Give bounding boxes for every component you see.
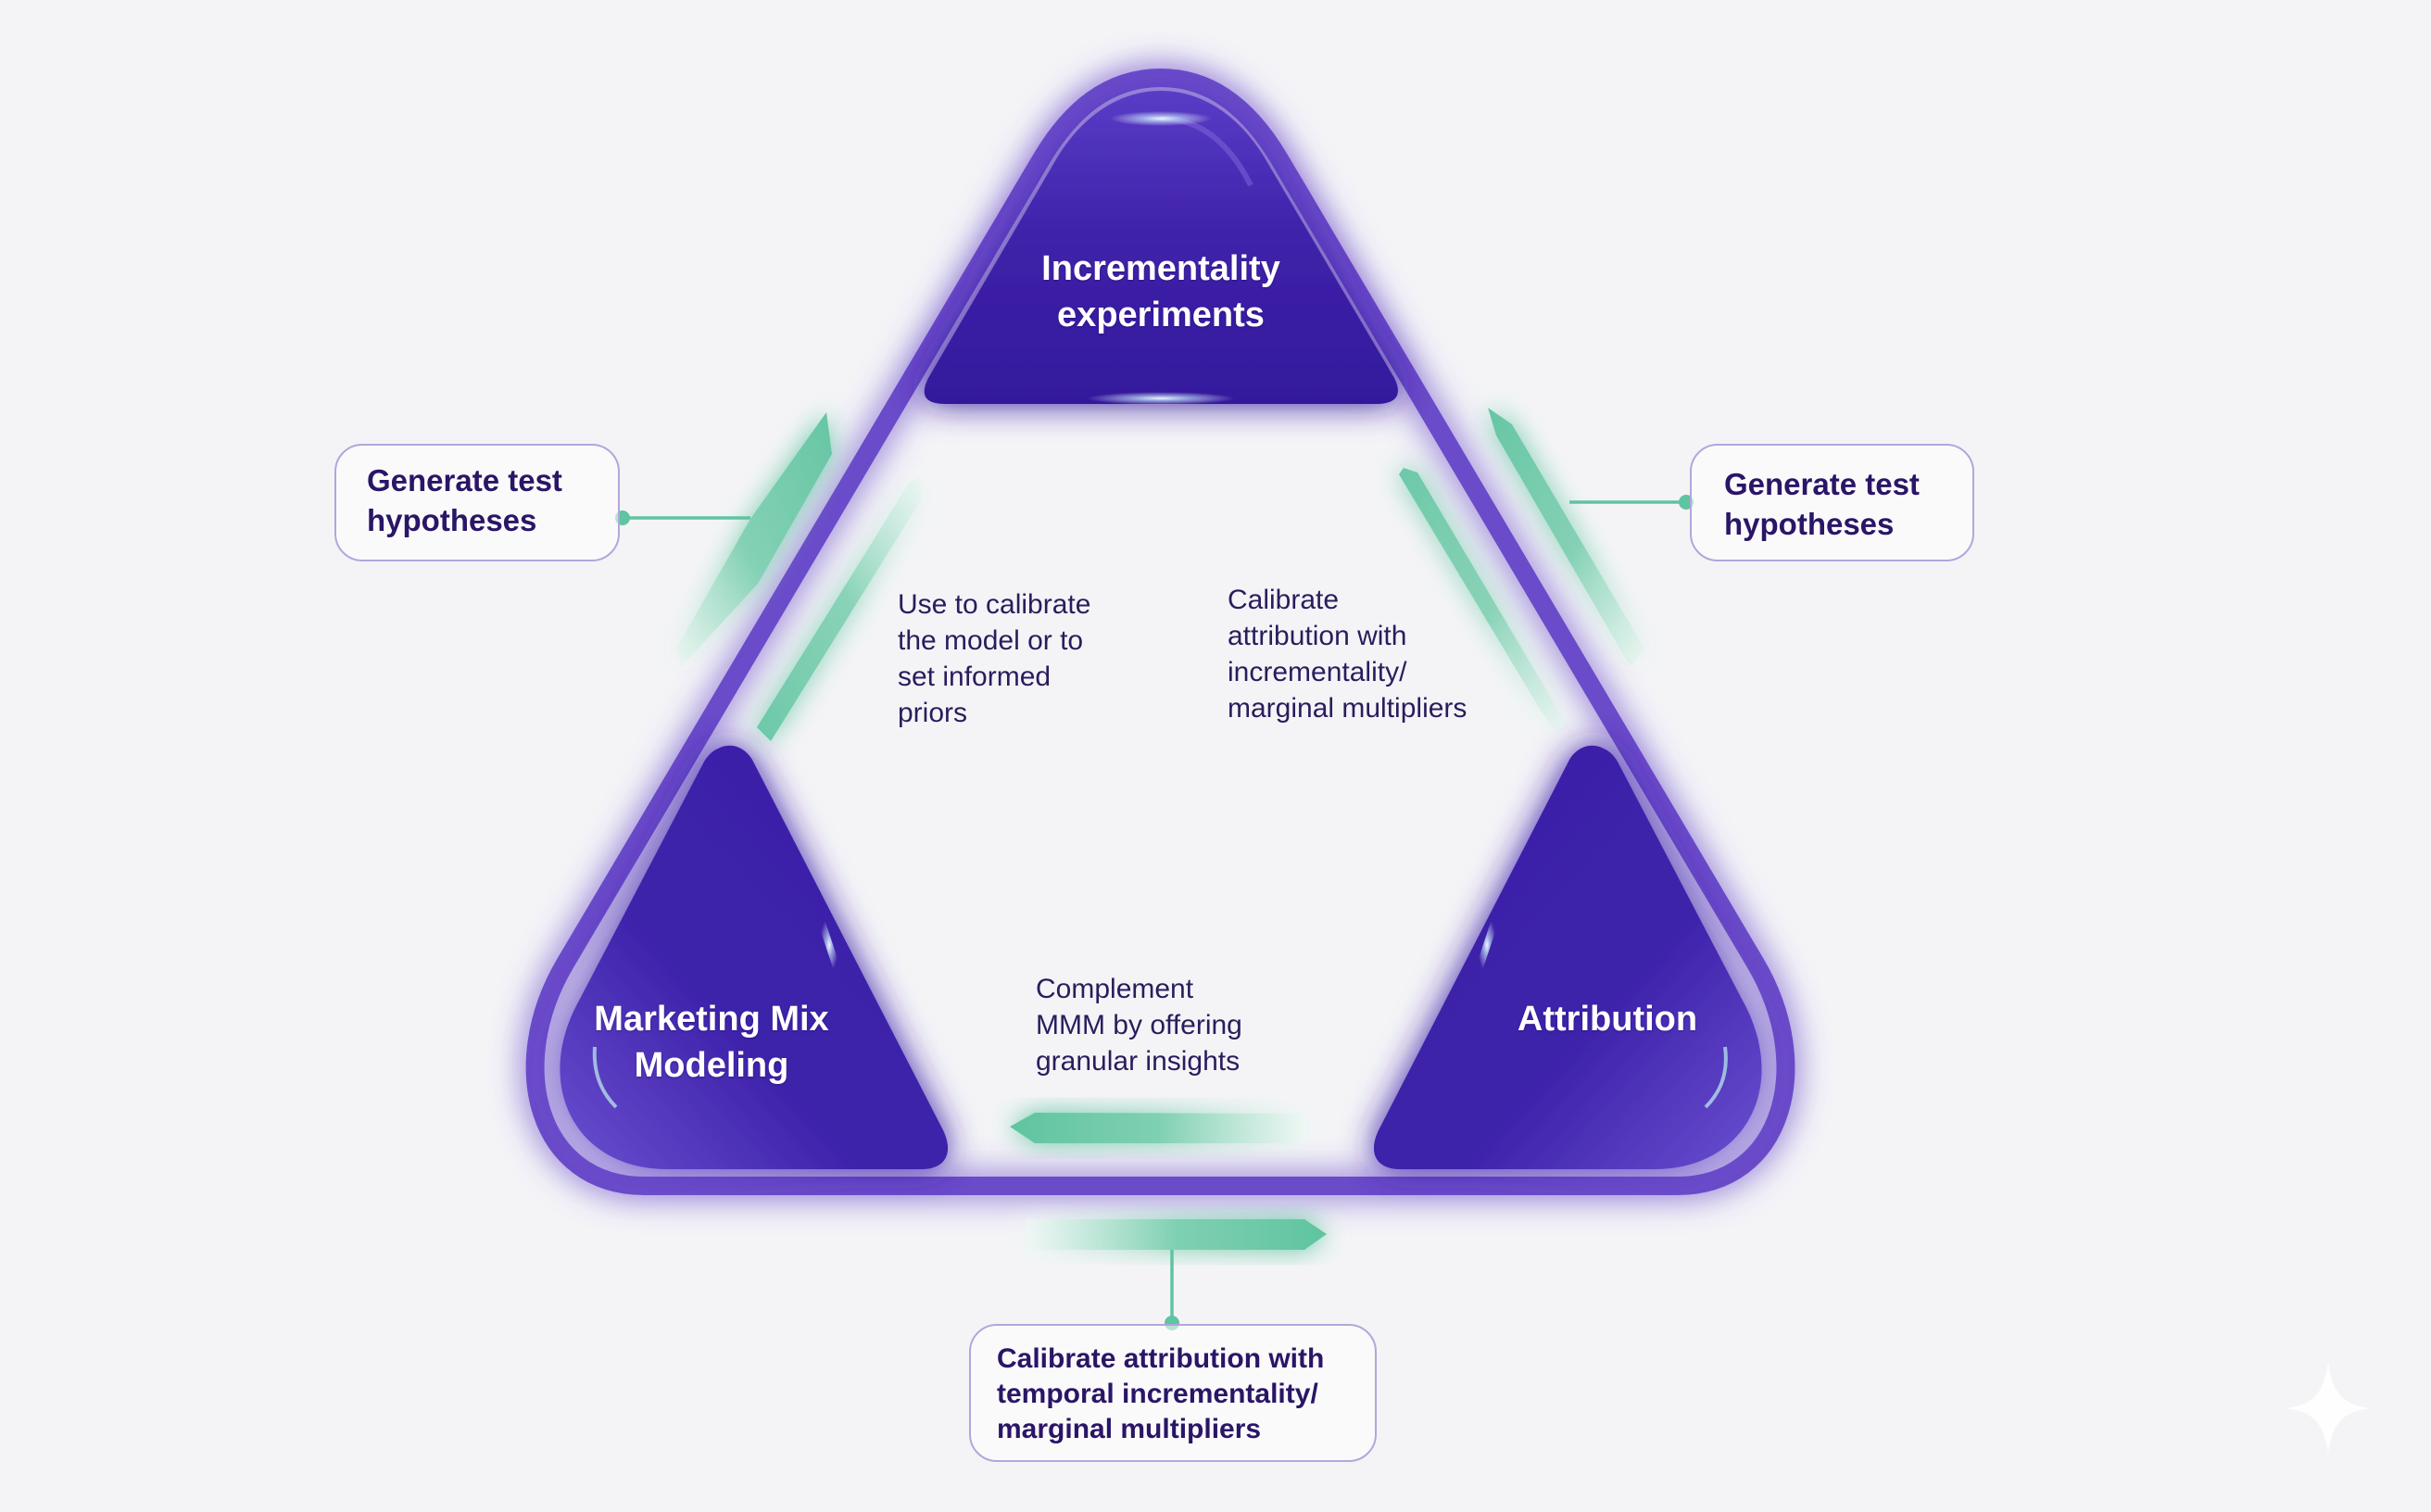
node-incrementality-experiments[interactable]	[924, 91, 1398, 405]
sparkle-icon	[2285, 1362, 2372, 1453]
edge-note-bottom: Complement MMM by offering granular insi…	[1036, 974, 1242, 1077]
callout-right: Generate test hypotheses	[1690, 444, 1974, 561]
arrow-down-right-outer	[1488, 408, 1644, 667]
node-label-bottom-right: Attribution	[1517, 1000, 1698, 1039]
edge-note-right: Calibrate attribution with incrementalit…	[1228, 585, 1467, 724]
arrow-down-left-inner	[757, 477, 921, 741]
arrow-down-right-inner	[1399, 468, 1566, 732]
left-edge-arrows	[676, 412, 921, 741]
bottom-edge-arrows	[1010, 1113, 1327, 1250]
callout-left: Generate test hypotheses	[334, 444, 620, 561]
arrow-right	[1027, 1219, 1327, 1250]
callout-bottom: Calibrate attribution with temporal incr…	[969, 1324, 1377, 1462]
node-attribution[interactable]	[1373, 745, 1762, 1169]
edge-note-left: Use to calibrate the model or to set inf…	[898, 589, 1091, 728]
node-label-bottom-left: Marketing Mix Modeling	[594, 1000, 829, 1085]
right-edge-arrows	[1399, 408, 1644, 732]
arrow-left	[1010, 1113, 1306, 1143]
node-marketing-mix-modeling[interactable]	[560, 745, 949, 1169]
triangle-frame	[525, 69, 1795, 1195]
node-label-top: Incrementality experiments	[1041, 249, 1280, 334]
arrow-up-left-outer	[676, 412, 832, 667]
